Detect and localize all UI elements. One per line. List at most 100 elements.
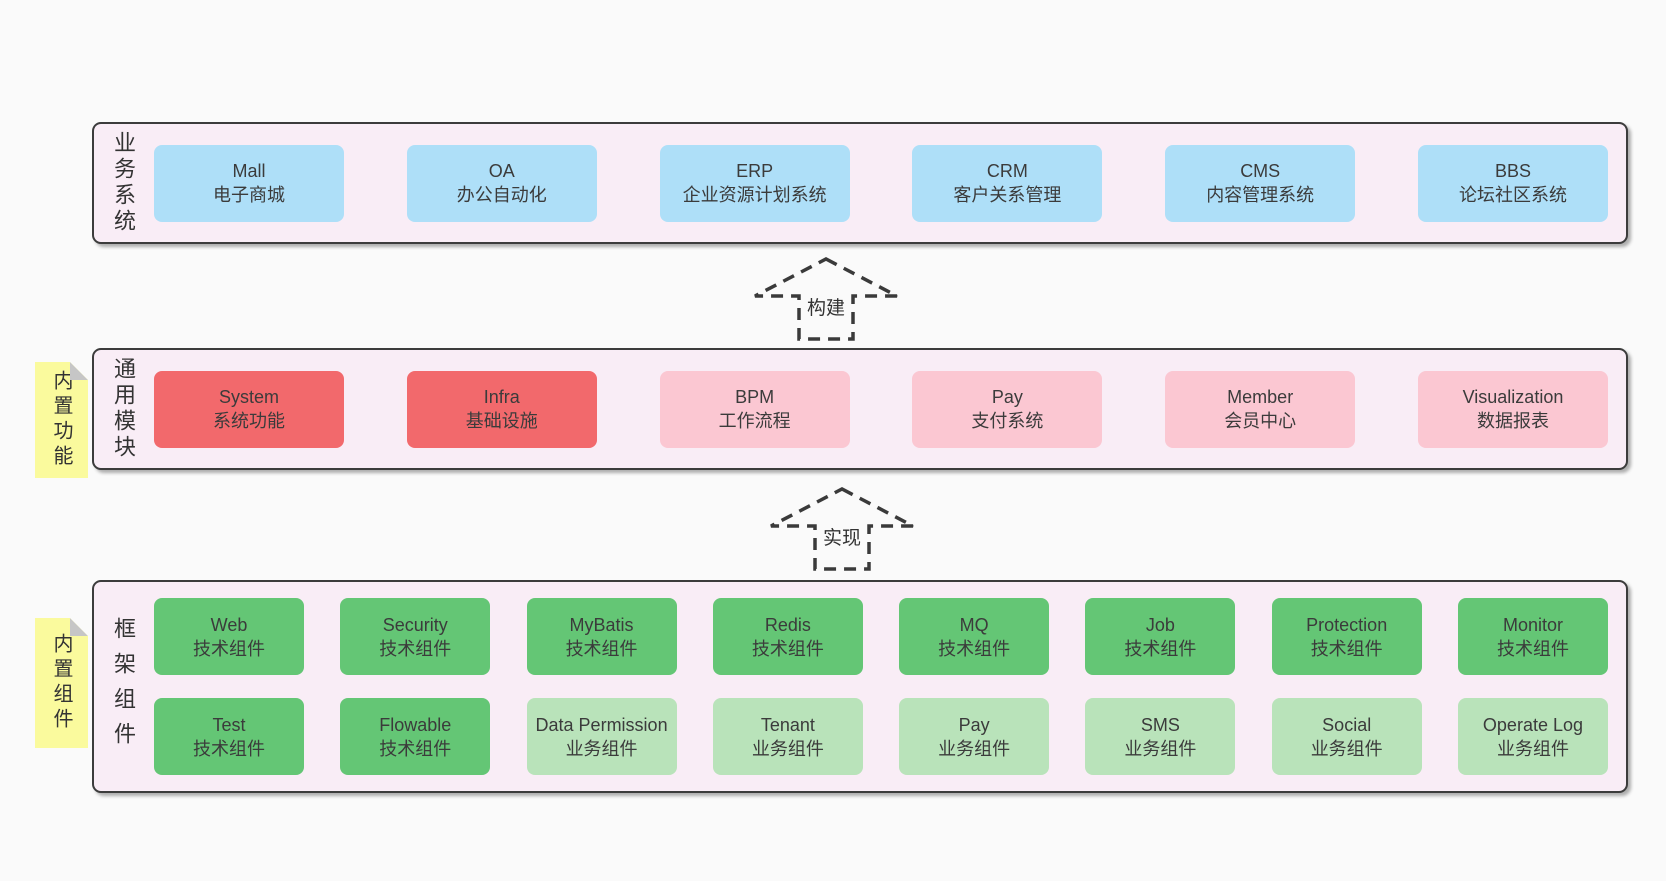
box-title: Test (212, 714, 246, 735)
box-mall: Mall 电子商城 (154, 144, 344, 222)
box-subtitle: 数据报表 (1476, 411, 1549, 431)
box-subtitle: 办公自动化 (456, 185, 547, 205)
box-title: Pay (991, 387, 1023, 407)
section-title: 通用模块 (111, 357, 136, 461)
implement-arrow-label: 实现 (819, 523, 865, 550)
box-title: Protection (1306, 614, 1388, 635)
folded-corner-icon (70, 362, 88, 380)
box-subtitle: 内容管理系统 (1206, 185, 1315, 205)
box-title: Flowable (379, 714, 452, 735)
box-subtitle: 业务组件 (1496, 738, 1569, 759)
box-title: Infra (483, 387, 520, 407)
up-block-arrow-icon (754, 257, 898, 341)
box-bpm: BPM 工作流程 (659, 370, 850, 448)
box-subtitle: 业务组件 (1310, 738, 1383, 759)
box-title: Mall (232, 161, 266, 181)
box-title: CRM (986, 161, 1028, 181)
box-subtitle: 业务组件 (1124, 738, 1197, 759)
box-subtitle: 技术组件 (193, 638, 265, 659)
box-title: Monitor (1502, 614, 1563, 635)
box-title: Data Permission (535, 714, 668, 735)
box-oa: OA 办公自动化 (406, 144, 597, 222)
implement-arrow: 实现 (768, 486, 916, 572)
build-arrow: 构建 (752, 256, 900, 342)
box-title: BPM (735, 387, 775, 407)
box-system: System 系统功能 (154, 370, 344, 448)
tag-label: 内置组件 (50, 633, 72, 733)
box-title: System (218, 387, 279, 407)
box-row: Mall 电子商城 OA 办公自动化 ERP 企业资源计划系统 CRM 客户关系管理 CMS 内容… (154, 144, 1608, 222)
box-tenant: Tenant 业务组件 (712, 698, 863, 775)
box-title: Tenant (760, 714, 815, 735)
box-monitor: Monitor 技术组件 (1457, 598, 1608, 675)
box-subtitle: 系统功能 (213, 411, 285, 431)
tag-label: 内置功能 (50, 370, 72, 470)
box-subtitle: 工作流程 (718, 411, 791, 431)
section-title: 框架组件 (111, 616, 136, 757)
box-pay: Pay 业务组件 (899, 698, 1050, 775)
box-subtitle: 技术组件 (1310, 638, 1383, 659)
box-social: Social 业务组件 (1271, 698, 1422, 775)
box-title: SMS (1140, 714, 1180, 735)
box-subtitle: 技术组件 (1124, 638, 1197, 659)
box-visualization: Visualization 数据报表 (1417, 370, 1608, 448)
box-web: Web 技术组件 (154, 598, 304, 675)
section-business-systems: 业务系统 Mall 电子商城 OA 办公自动化 ERP 企业资源计划系统 CRM 客户关系管理… (92, 122, 1628, 244)
box-title: BBS (1494, 161, 1531, 181)
box-subtitle: 业务组件 (938, 738, 1011, 759)
box-operate-log: Operate Log 业务组件 (1457, 698, 1608, 775)
box-erp: ERP 企业资源计划系统 (659, 144, 850, 222)
box-flowable: Flowable 技术组件 (340, 698, 491, 775)
box-subtitle: 企业资源计划系统 (682, 185, 827, 205)
box-subtitle: 技术组件 (379, 738, 452, 759)
box-subtitle: 会员中心 (1224, 411, 1297, 431)
box-subtitle: 技术组件 (1496, 638, 1569, 659)
box-title: OA (488, 161, 515, 181)
folded-corner-icon (70, 618, 88, 636)
box-infra: Infra 基础设施 (406, 370, 597, 448)
box-title: Member (1227, 387, 1294, 407)
box-cms: CMS 内容管理系统 (1165, 144, 1356, 222)
box-sms: SMS 业务组件 (1085, 698, 1236, 775)
box-subtitle: 客户关系管理 (953, 185, 1062, 205)
box-title: Web (210, 614, 248, 635)
box-subtitle: 技术组件 (379, 638, 452, 659)
box-title: Operate Log (1482, 714, 1583, 735)
box-member: Member 会员中心 (1165, 370, 1356, 448)
builtin-components-tag: 内置组件 (35, 618, 88, 748)
section-title: 业务系统 (111, 131, 136, 235)
box-subtitle: 技术组件 (193, 738, 265, 759)
box-bbs: BBS 论坛社区系统 (1417, 144, 1608, 222)
box-title: CMS (1240, 161, 1281, 181)
box-rows: Mall 电子商城 OA 办公自动化 ERP 企业资源计划系统 CRM 客户关系管理 CMS 内容… (154, 124, 1608, 242)
box-protection: Protection 技术组件 (1271, 598, 1422, 675)
box-title: ERP (736, 161, 774, 181)
box-test: Test 技术组件 (154, 698, 304, 775)
box-title: Visualization (1462, 387, 1564, 407)
box-title: Social (1322, 714, 1372, 735)
builtin-functions-tag: 内置功能 (35, 362, 88, 478)
box-subtitle: 业务组件 (751, 738, 824, 759)
box-subtitle: 基础设施 (465, 411, 538, 431)
box-subtitle: 电子商城 (213, 185, 285, 205)
box-title: Pay (958, 714, 990, 735)
box-title: Redis (764, 614, 811, 635)
box-title: MQ (959, 614, 989, 635)
box-subtitle: 论坛社区系统 (1458, 185, 1567, 205)
box-title: MyBatis (569, 614, 634, 635)
